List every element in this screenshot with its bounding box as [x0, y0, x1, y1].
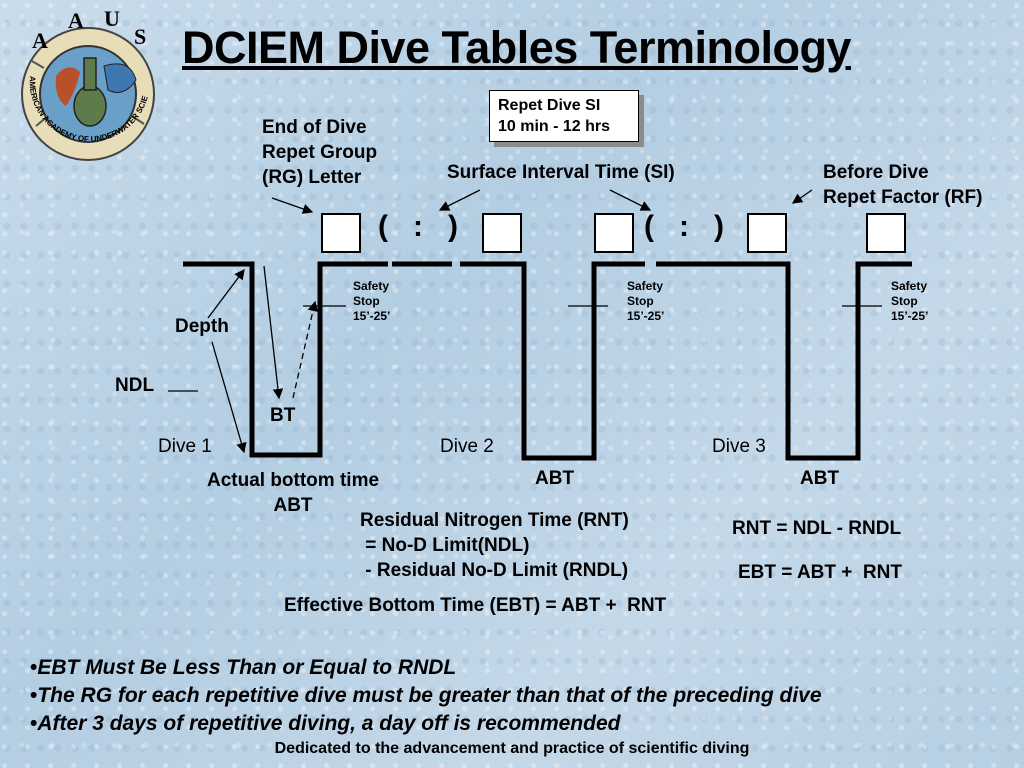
depth-label: Depth [175, 314, 229, 339]
rf-box-1 [482, 213, 522, 253]
rnt-formula: RNT = NDL - RNDL [732, 516, 901, 541]
surface-interval-label: Surface Interval Time (SI) [447, 160, 675, 185]
bt-label: BT [270, 403, 295, 428]
dive-2-label: Dive 2 [440, 434, 494, 459]
si-time-placeholder-2: ( : ) [644, 210, 724, 244]
rg-letter-box-1 [321, 213, 361, 253]
rule-item: •After 3 days of repetitive diving, a da… [30, 710, 822, 738]
rule-item: •The RG for each repetitive dive must be… [30, 682, 822, 710]
ebt-definition: Effective Bottom Time (EBT) = ABT + RNT [284, 593, 666, 618]
abt-label-dive2: ABT [535, 466, 574, 491]
dive-3-label: Dive 3 [712, 434, 766, 459]
rf-box-2 [747, 213, 787, 253]
rg-letter-box-2 [594, 213, 634, 253]
repet-dive-si-box: Repet Dive SI 10 min - 12 hrs [489, 90, 639, 142]
rule-item: •EBT Must Be Less Than or Equal to RNDL [30, 654, 822, 682]
rules-list: •EBT Must Be Less Than or Equal to RNDL … [30, 654, 822, 738]
si-time-placeholder-1: ( : ) [378, 210, 458, 244]
ndl-label: NDL [115, 373, 154, 398]
dive-1-label: Dive 1 [158, 434, 212, 459]
rnt-definition: Residual Nitrogen Time (RNT) = No-D Limi… [360, 508, 629, 583]
ebt-formula: EBT = ABT + RNT [738, 560, 902, 585]
abt-label-dive3: ABT [800, 466, 839, 491]
footer-dedication: Dedicated to the advancement and practic… [0, 740, 1024, 758]
before-dive-label: Before Dive Repet Factor (RF) [823, 160, 982, 210]
dive-profile-line [183, 264, 912, 458]
rg-letter-box-3 [866, 213, 906, 253]
end-of-dive-label: End of Dive Repet Group (RG) Letter [262, 115, 377, 190]
